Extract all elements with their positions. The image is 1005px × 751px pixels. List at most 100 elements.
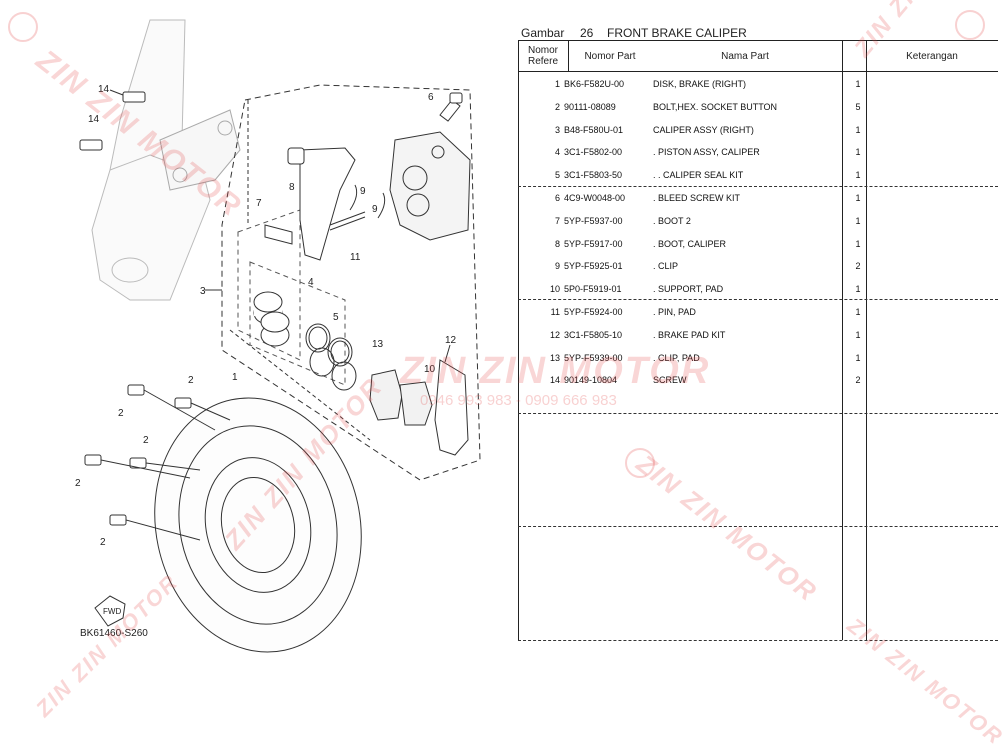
cell-part-no: 90149-10804 (564, 375, 618, 386)
cell-part-no: 5YP-F5917-00 (564, 238, 623, 249)
callout: 10 (424, 364, 436, 375)
cell-part-no: 3C1-F5805-10 (564, 329, 623, 340)
callout: 8 (289, 182, 295, 193)
cell-ref: 5 (554, 170, 560, 181)
cell-part-no: 3C1-F5802-00 (564, 147, 623, 158)
cell-name: . BLEED SCREW KIT (653, 193, 741, 203)
gambar-number: 26 (580, 26, 594, 40)
cell-ref: 2 (554, 101, 560, 112)
cell-part-no: 5P0-F5919-01 (564, 284, 622, 295)
callout: 2 (118, 408, 124, 419)
callout: 3 (200, 286, 206, 297)
cell-qty: 2 (855, 261, 861, 272)
col-partno-header: Nomor Part (584, 51, 636, 62)
disk-bolts (84, 384, 231, 541)
callout: 5 (333, 312, 339, 323)
cell-part-no: 5YP-F5924-00 (564, 307, 623, 317)
cell-name: . BOOT, CALIPER (653, 238, 727, 249)
cell-qty: 1 (855, 284, 861, 295)
cell-part-no: 3C1-F5803-50 (564, 170, 623, 181)
page-title: FRONT BRAKE CALIPER (607, 26, 747, 40)
brake-pad-outer (399, 381, 433, 426)
bleed-screw (439, 99, 461, 122)
cell-qty: 1 (855, 170, 861, 181)
callout: 13 (372, 339, 384, 350)
exploded-parts-diagram: FWD BK61460-S260 14 14 6 8 7 9 9 11 3 4 … (75, 19, 481, 653)
gambar-label: Gambar (521, 26, 565, 40)
cell-name: . CLIP (653, 261, 679, 272)
cell-ref: 11 (550, 307, 560, 317)
cell-part-no: 90111-08089 (564, 101, 616, 112)
fork-screws (79, 91, 146, 151)
cell-name: . CLIP, PAD (653, 352, 700, 363)
callout: 9 (372, 204, 378, 215)
cell-ref: 13 (549, 352, 560, 363)
cell-name: . . CALIPER SEAL KIT (653, 170, 744, 181)
callout: 2 (188, 375, 194, 386)
callout: 2 (100, 537, 106, 548)
cell-ref: 3 (554, 124, 560, 135)
cell-part-no: 5YP-F5939-00 (564, 352, 623, 363)
cell-ref: 4 (554, 147, 560, 158)
cell-name: . BOOT 2 (653, 215, 691, 226)
callout: 2 (143, 435, 149, 446)
watermark-logo-icon (8, 12, 38, 42)
cell-name: BOLT,HEX. SOCKET BUTTON (653, 101, 778, 112)
watermark: ZIN ZIN MOTOR (842, 612, 1005, 750)
cell-qty: 5 (855, 101, 861, 112)
cell-qty: 1 (855, 79, 861, 89)
cell-ref: 8 (554, 238, 560, 249)
cell-part-no: 5YP-F5925-01 (564, 261, 623, 272)
cell-ref: 6 (554, 193, 560, 203)
watermark-logo-icon (955, 10, 985, 40)
cell-ref: 12 (549, 329, 560, 340)
callout: 4 (308, 277, 314, 288)
callout: 12 (445, 335, 457, 346)
brake-disk (154, 397, 362, 653)
cell-name: . BRAKE PAD KIT (653, 329, 726, 340)
cell-name: . PISTON ASSY, CALIPER (653, 147, 760, 158)
cell-qty: 1 (855, 307, 861, 317)
callout: 14 (88, 114, 100, 125)
cell-part-no: BK6-F582U-00 (564, 79, 625, 89)
col-notes-header: Keterangan (906, 51, 958, 62)
cell-ref: 14 (549, 375, 560, 386)
fwd-arrow-icon: FWD (94, 595, 126, 627)
cell-qty: 1 (855, 329, 861, 340)
diagram-code: BK61460-S260 (80, 628, 148, 639)
cell-part-no: 4C9-W0048-00 (564, 193, 626, 203)
cell-qty: 1 (855, 352, 861, 363)
cell-name: SCREW (653, 375, 687, 386)
caliper-mount-bracket (159, 109, 241, 191)
cell-name: . PIN, PAD (653, 307, 696, 317)
cell-qty: 1 (855, 124, 861, 135)
cell-qty: 1 (855, 238, 861, 249)
watermark: ZIN ZIN MOTOR (631, 448, 824, 608)
callout: 9 (360, 186, 366, 197)
caliper-assy-boundary (221, 84, 481, 481)
cell-name: . SUPPORT, PAD (653, 284, 724, 295)
callout: 14 (98, 84, 110, 95)
pad-support (299, 147, 356, 261)
col-name-header: Nama Part (721, 51, 769, 62)
callout: 7 (256, 198, 262, 209)
callout: 11 (350, 252, 361, 263)
cell-qty: 1 (855, 193, 861, 203)
cell-part-no: B48-F580U-01 (564, 124, 624, 135)
cell-part-no: 5YP-F5937-00 (564, 215, 623, 226)
pad-clip (434, 359, 469, 456)
cell-name: CALIPER ASSY (RIGHT) (653, 124, 754, 135)
cell-qty: 1 (855, 147, 861, 158)
callout: 6 (428, 92, 434, 103)
callout: 2 (75, 478, 81, 489)
fwd-label: FWD (103, 607, 121, 616)
cell-ref: 1 (554, 79, 560, 89)
cell-ref: 9 (554, 261, 560, 272)
cell-qty: 2 (855, 375, 861, 386)
cell-name: DISK, BRAKE (RIGHT) (653, 79, 747, 89)
watermark: ZIN ZIN MOTOR (400, 350, 711, 392)
cell-ref: 10 (549, 284, 560, 295)
brake-pad-inner (369, 369, 403, 421)
callout: 1 (232, 372, 238, 383)
